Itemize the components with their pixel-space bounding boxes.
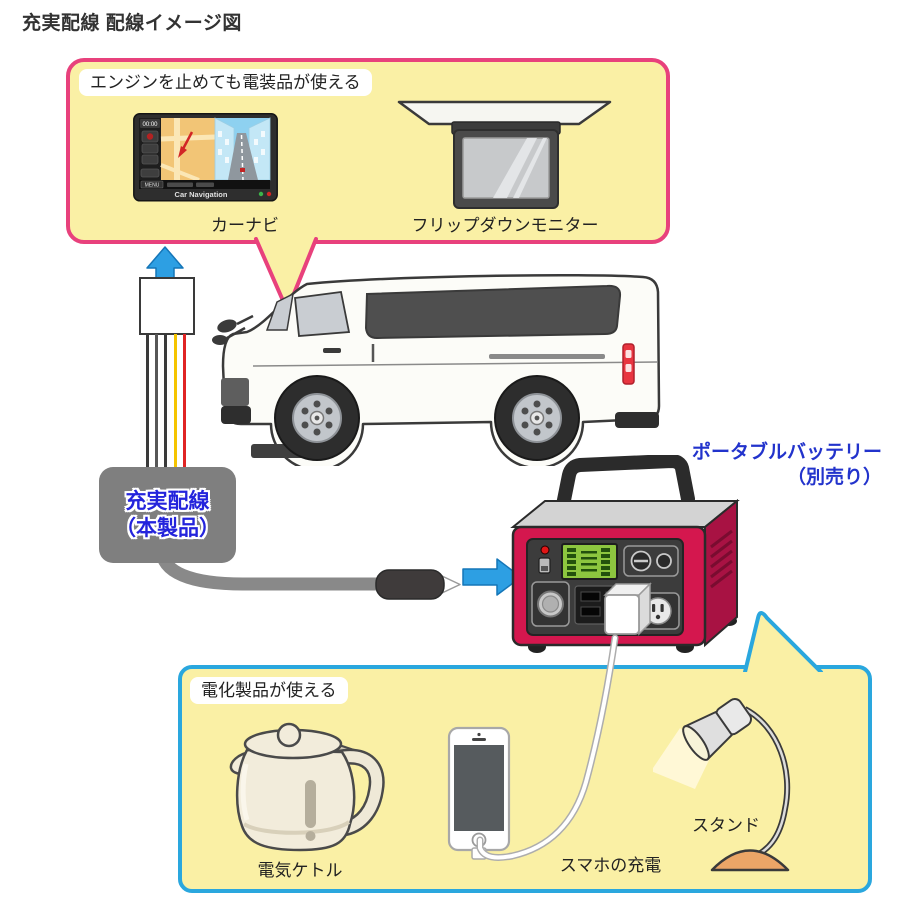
van-rear-wheel — [494, 375, 580, 461]
car-nav-label: カーナビ — [211, 216, 279, 235]
van-illustration — [212, 273, 661, 466]
engine-off-label: エンジンを止めても電装品が使える — [79, 69, 372, 97]
car-nav-brand: Car Navigation — [175, 190, 228, 199]
lamp-head — [682, 698, 753, 761]
lamp-label: スタンド — [692, 816, 760, 835]
battery-power-led — [540, 545, 550, 555]
appliance-label: 電化製品が使える — [190, 677, 348, 705]
right-arrow-icon — [462, 558, 522, 596]
harness-box: 充実配線 （本製品） — [99, 467, 236, 563]
car-nav-menu-button: MENU — [145, 183, 160, 189]
flip-down-monitor-label: フリップダウンモニター — [411, 216, 599, 235]
portable-battery-label: ポータブルバッテリー （別売り） — [691, 442, 882, 488]
phone-connector — [471, 847, 487, 860]
cigarette-plug — [375, 569, 445, 600]
car-nav-clock: 00:00 — [142, 122, 158, 128]
portable-battery-illustration — [510, 455, 740, 653]
harness-label-line2: （本製品） — [115, 517, 220, 540]
kettle-illustration — [229, 722, 385, 852]
usb-adapter — [603, 582, 652, 636]
car-navigation-illustration: 00:00 MENU Car Navigation — [133, 113, 278, 202]
battery-lcd — [561, 543, 618, 580]
kettle-label: 電気ケトル — [257, 861, 343, 880]
battery-handle — [556, 455, 695, 512]
desk-lamp-illustration — [653, 698, 791, 872]
wiring-connector-box — [139, 277, 195, 335]
flip-down-monitor-illustration — [397, 100, 612, 209]
appliance-bubble-tail — [743, 611, 823, 672]
van-front-wheel — [274, 375, 360, 461]
van-mirror — [212, 314, 254, 345]
smartphone-illustration — [447, 726, 511, 860]
harness-label-line1: 充実配線 — [125, 489, 210, 513]
page-title: 充実配線 配線イメージ図 — [22, 13, 242, 34]
